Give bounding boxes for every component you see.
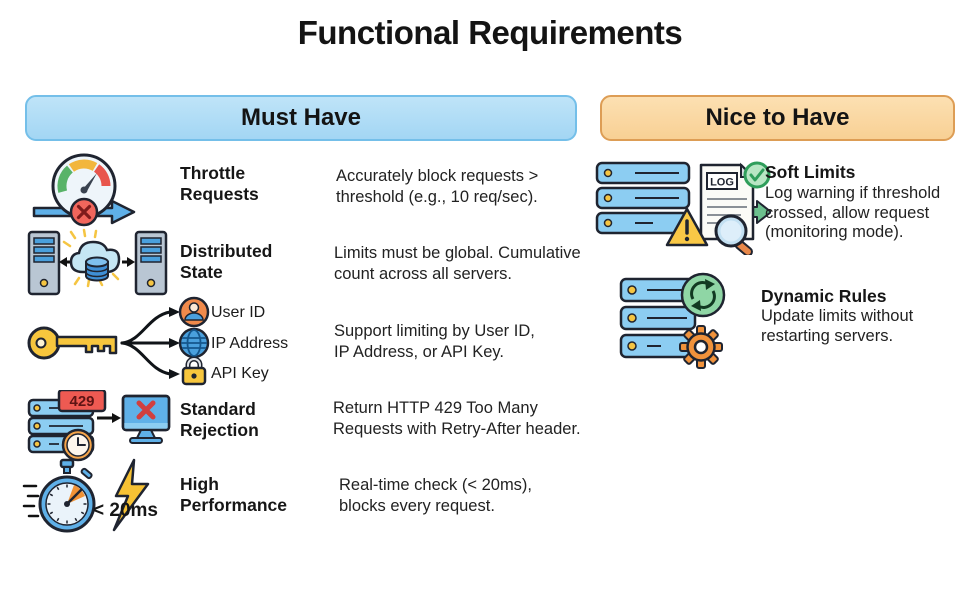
lock-icon [181,356,207,386]
must-have-header-label: Must Have [240,104,362,131]
row-label-standard-rejection: Standard Rejection [180,399,259,440]
gear-icon [679,325,723,369]
must-have-header: Must Have [25,95,577,141]
key-identifiers-icon [24,296,214,390]
key-target-ip-address: IP Address [211,335,289,352]
row-desc-soft-limits: Log warning if threshold crossed, allow … [765,184,941,241]
badge-429-text: 429 [69,393,94,410]
row-desc-standard-rejection: Return HTTP 429 Too Many Requests with R… [333,399,581,438]
distributed-servers-icon [25,228,170,298]
nice-to-have-header: Nice to Have [600,95,955,141]
log-badge-text: LOG [710,177,734,189]
row-label-dynamic-rules: Dynamic Rules [761,286,887,306]
server-refresh-gear-icon [617,271,729,371]
server-log-check-icon: LOG [593,157,771,255]
row-desc-distributed-state: Limits must be global. Cumulative count … [334,244,581,283]
nice-to-have-header-label: Nice to Have [705,104,850,131]
stopwatch-lightning-icon [22,458,172,538]
row-label-soft-limits: Soft Limits [765,162,856,182]
user-icon [178,296,210,328]
speedometer-block-icon [28,150,140,234]
row-desc-high-performance: Real-time check (< 20ms), blocks every r… [339,476,533,515]
row-label-high-performance: High Performance [180,474,287,515]
row-desc-identifiers: Support limiting by User ID, IP Address,… [334,322,535,361]
key-target-user-id: User ID [211,304,266,321]
row-desc-throttle-requests: Accurately block requests > threshold (e… [336,167,539,206]
latency-badge: < 20ms [93,500,158,521]
row-desc-dynamic-rules: Update limits without restarting servers… [761,307,914,345]
key-target-api-key: API Key [211,365,269,382]
server-429-monitor-icon: 429 [25,390,173,462]
row-label-distributed-state: Distributed State [180,241,273,282]
page-title: Functional Requirements [297,14,683,51]
globe-icon [178,327,210,359]
row-label-throttle-requests: Throttle Requests [180,163,259,204]
